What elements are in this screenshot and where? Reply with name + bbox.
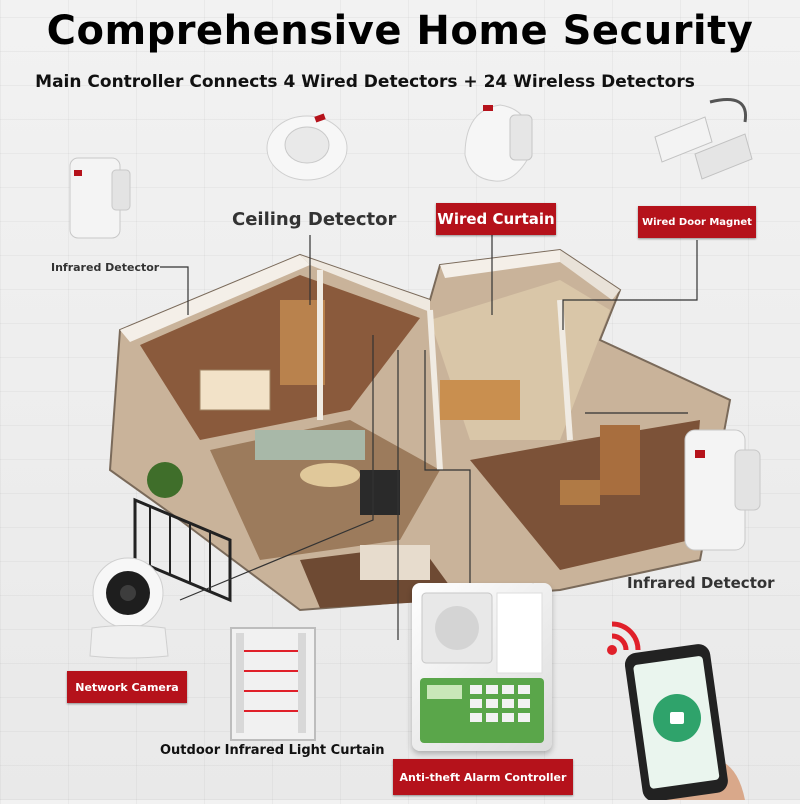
page-subtitle: Main Controller Connects 4 Wired Detecto… [35,72,695,92]
outdoor-curtain-label: Outdoor Infrared Light Curtain [160,743,385,758]
ceiling-detector-label: Ceiling Detector [232,209,397,230]
infrared-detector-right-label: Infrared Detector [627,574,775,592]
light-curtain-icon [230,627,316,741]
smartphone-icon [624,640,745,802]
page-title: Comprehensive Home Security [46,8,754,54]
pir-detector-icon [62,150,137,245]
door-magnet-tag: Wired Door Magnet [638,206,756,238]
network-camera-tag: Network Camera [67,671,187,703]
alarm-controller-icon [412,522,552,751]
network-camera-icon [80,548,180,663]
infrared-detector-left-label: Infrared Detector [51,261,160,274]
ceiling-detector-icon [265,103,350,183]
door-magnet-icon [650,92,760,182]
wired-curtain-tag: Wired Curtain [436,203,556,235]
pir-detector-right-icon [680,420,765,555]
wired-curtain-icon [455,95,540,187]
wifi-icon [600,612,650,660]
alarm-controller-tag: Anti-theft Alarm Controller [393,759,573,795]
